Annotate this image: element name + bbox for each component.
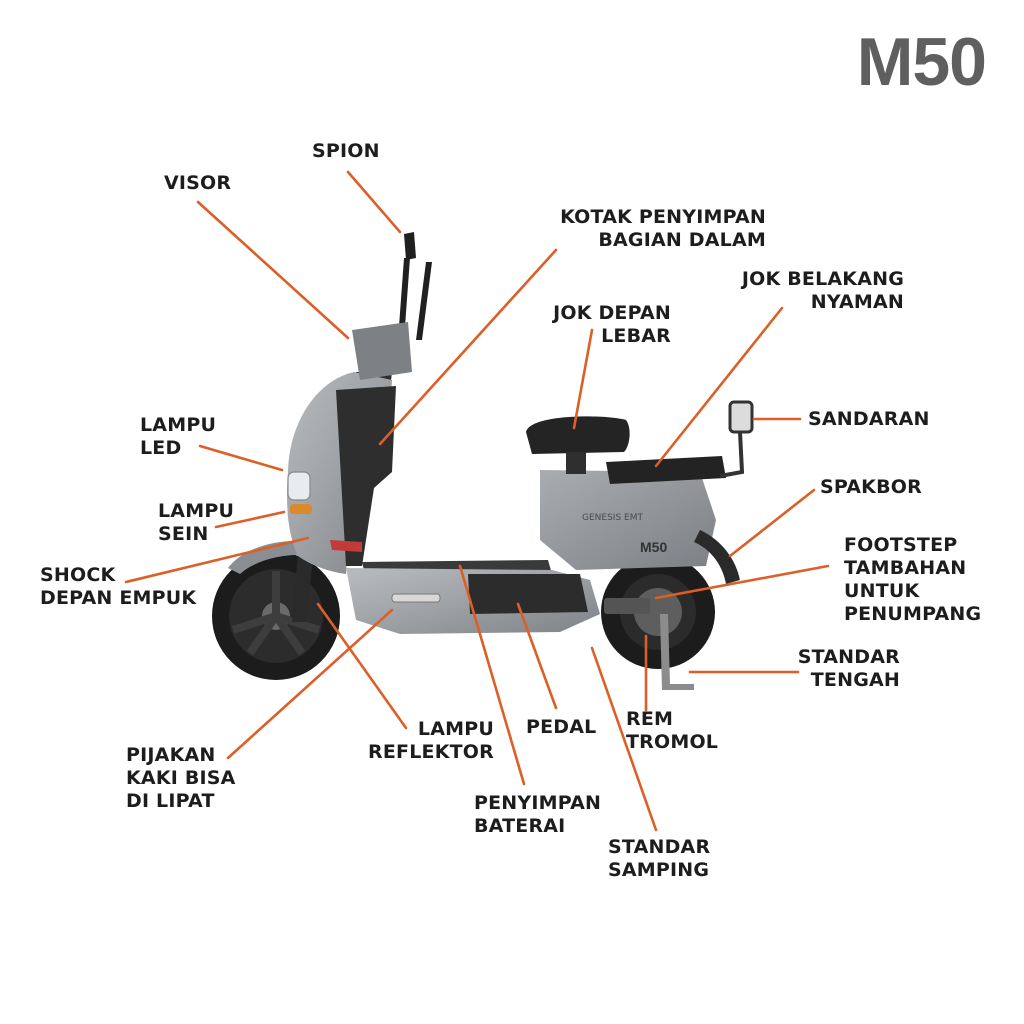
leader-lines [124,170,830,832]
headlight [287,471,311,501]
inner-panel [336,386,396,566]
mirror-stalk [398,258,410,340]
leader-kotak [378,248,558,446]
label-spakbor: SPAKBOR [820,476,922,498]
leader-spion [346,170,402,234]
label-pedal: PEDAL [526,716,597,738]
label-lampu-sein: LAMPU SEIN [158,500,235,545]
label-standar-samping: STANDAR SAMPING [608,836,711,881]
label-rem-tromol: REM TROMOL [626,708,719,753]
leader-pijakan [226,608,394,760]
leader-pedal [516,602,558,710]
backrest [728,400,754,434]
leader-standar-samping [590,646,658,832]
model-title: M50 [856,24,987,100]
label-kotak-penyimpan: KOTAK PENYIMPAN BAGIAN DALAM [560,206,766,251]
reflector [391,593,441,603]
turn-signal [290,504,312,514]
mirror-stalk-2 [416,262,432,340]
panel-badge: M50 [640,539,667,555]
leader-visor [196,200,350,340]
label-footstep: FOOTSTEP TAMBAHAN UNTUK PENUMPANG [844,534,982,625]
center-stand [660,614,694,690]
leader-spakbor [728,488,816,558]
seat-post [566,452,586,474]
brand-badge: GENESIS EMT [582,513,643,523]
leader-footstep [654,564,830,600]
label-spion: SPION [312,140,380,162]
backrest-arm [719,431,745,478]
label-shock: SHOCK DEPAN EMPUK [40,564,197,609]
scooter-illustration: GENESIS EMT M50 [212,232,754,690]
label-visor: VISOR [164,172,232,194]
dashboard-visor [352,322,412,380]
leader-lampu-reflektor [316,602,408,730]
battery-box [468,574,588,614]
leader-penyimpan-baterai [458,564,526,786]
front-seat [526,416,630,454]
label-pijakan: PIJAKAN KAKI BISA DI LIPAT [126,744,236,812]
mirror [404,232,416,260]
label-lampu-led: LAMPU LED [140,414,217,459]
rear-fender [694,530,740,584]
red-stripe [330,540,362,552]
label-jok-belakang: JOK BELAKANG NYAMAN [741,268,904,313]
label-lampu-reflektor: LAMPU REFLEKTOR [368,718,494,763]
leader-lampu-led [198,444,284,472]
label-jok-depan: JOK DEPAN LEBAR [553,302,671,347]
leader-shock [124,536,310,584]
label-standar-tengah: STANDAR TENGAH [797,646,900,691]
rear-body [540,470,716,570]
passenger-footstep [604,598,650,614]
leader-jok-belakang [654,306,784,468]
label-sandaran: SANDARAN [808,408,930,430]
leader-lampu-sein [214,510,286,529]
front-wheel [212,552,340,680]
leader-jok-depan [572,328,594,430]
rear-seat [606,456,726,484]
label-penyimpan-baterai: PENYIMPAN BATERAI [474,792,602,837]
